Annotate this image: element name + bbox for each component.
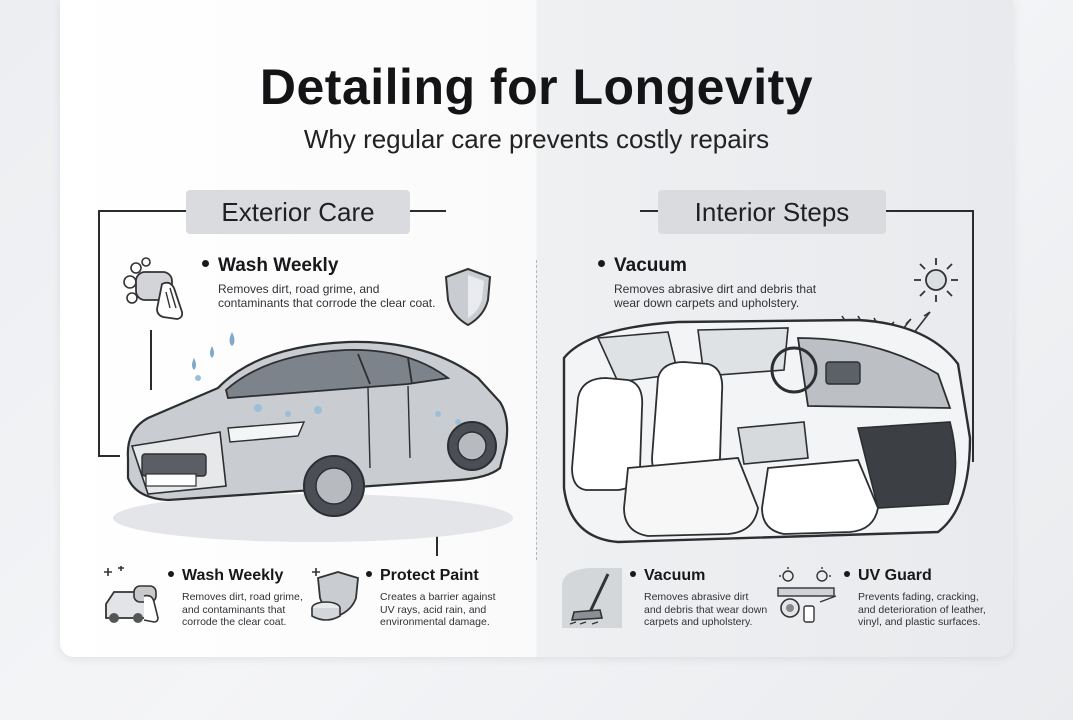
page-title: Detailing for Longevity [259,59,814,115]
car-wash-icon [100,566,166,628]
car-interior-illustration [558,318,978,546]
sponge-hand-icon [122,254,194,326]
exterior-heading: Exterior Care [186,190,410,234]
connector-line [150,330,152,390]
interior-heading: Interior Steps [658,190,886,234]
bullet [366,570,372,577]
bullet [168,570,174,577]
exterior-bracket [98,210,188,457]
exterior-item-1-title: Wash Weekly [168,567,283,585]
bullet [630,570,636,577]
uv-guard-icon [776,566,842,628]
interior-bracket-left [640,210,658,212]
exterior-item-2-title: Protect Paint [366,567,479,585]
shield-icon [442,266,494,328]
interior-bracket [886,210,974,462]
sun-icon [912,256,960,304]
bullet [598,260,605,268]
exterior-item-2-desc: Creates a barrier against UV rays, acid … [380,591,496,628]
interior-item-1-title: Vacuum [630,567,705,585]
section-divider [536,260,537,560]
exterior-main-desc: Removes dirt, road grime, and contaminan… [218,282,436,310]
shield-wax-icon [308,568,364,626]
car-exterior-illustration [108,318,518,548]
vacuum-icon [560,566,626,628]
interior-main-desc: Removes abrasive dirt and debris that we… [614,282,817,310]
bullet [202,260,209,268]
interior-item-2-title: UV Guard [844,567,932,585]
interior-main-title: Vacuum [598,255,687,277]
exterior-item-1-desc: Removes dirt, road grime, and contaminan… [182,591,303,628]
page-subtitle: Why regular care prevents costly repairs [303,124,770,154]
water-drops-icon [186,328,246,378]
exterior-bracket-bottom [98,455,120,457]
interior-item-1-desc: Removes abrasive dirt and debris that we… [644,591,768,628]
interior-item-2-desc: Prevents fading, cracking, and deteriora… [858,591,986,628]
exterior-main-title: Wash Weekly [202,255,338,277]
bullet [844,570,850,577]
exterior-bracket-right [410,210,446,212]
